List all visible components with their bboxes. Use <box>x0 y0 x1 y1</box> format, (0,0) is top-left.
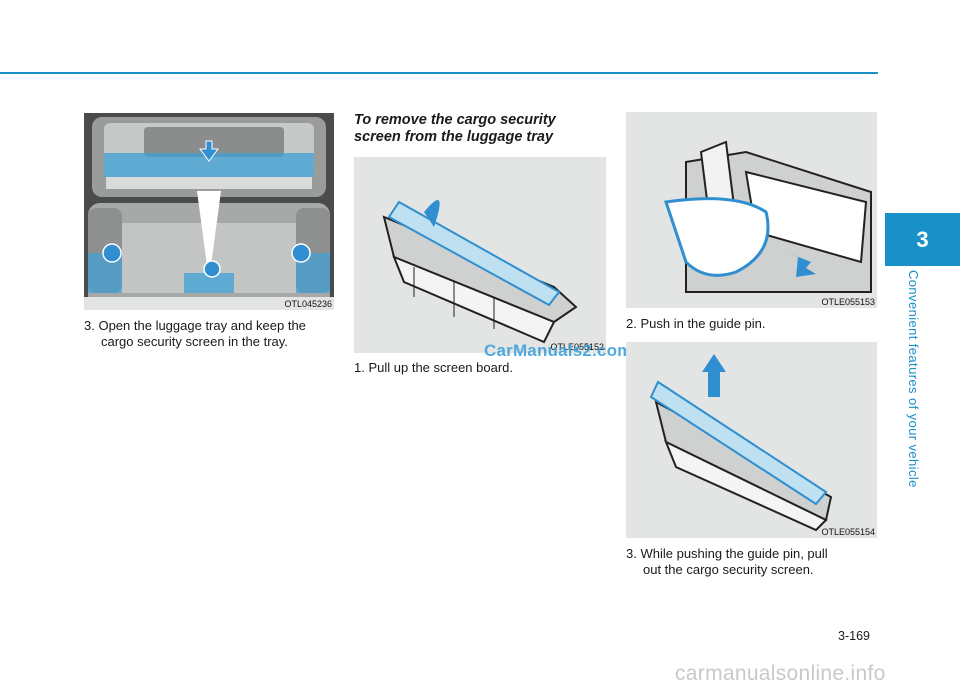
arrow-down-icon <box>199 140 219 162</box>
figure-pull-out-screen: OTLE055154 <box>626 342 877 538</box>
pull-out-screen-illustration <box>649 354 833 532</box>
arrow-right-icon <box>786 252 816 277</box>
figure-code: OTLE055154 <box>821 527 875 537</box>
figure-luggage-tray: OTL045236 <box>84 113 334 310</box>
rotate-arrow-icon <box>291 243 311 263</box>
rotate-arrow-icon <box>102 243 122 263</box>
figure-code: OTLE055152 <box>550 342 604 352</box>
figure-push-guide-pin: OTLE055153 <box>626 112 877 308</box>
arrow-up-icon <box>702 354 726 397</box>
pull-up-screen-illustration <box>382 200 578 344</box>
luggage-tray-illustration <box>84 113 334 310</box>
section-heading: To remove the cargo security screen from… <box>354 112 556 145</box>
curved-arrow-icon <box>424 200 440 227</box>
figure-code: OTLE055153 <box>821 297 875 307</box>
chapter-tab: 3 <box>885 213 960 266</box>
step-3-pull-out: 3. While pushing the guide pin, pull out… <box>626 546 828 577</box>
header-rule <box>0 72 878 74</box>
figure-pull-up-screen: OTLE055152 <box>354 157 606 353</box>
chapter-number: 3 <box>916 226 929 252</box>
hand-icon <box>664 197 770 277</box>
chapter-title: Convenient features of your vehicle <box>906 270 921 488</box>
step-2-push-pin: 2. Push in the guide pin. <box>626 316 766 331</box>
step-1-pull-up: 1. Pull up the screen board. <box>354 360 514 375</box>
figure-code: OTL045236 <box>284 299 332 309</box>
push-guide-pin-illustration <box>664 140 872 293</box>
footer-site: carmanualsonline.info <box>675 662 886 685</box>
step-3-open-tray: 3. Open the luggage tray and keep the ca… <box>84 318 306 349</box>
rotate-arrow-icon <box>203 260 221 278</box>
watermark-text: CarManuals2.com <box>484 341 633 360</box>
page-number: 3-169 <box>838 629 870 643</box>
